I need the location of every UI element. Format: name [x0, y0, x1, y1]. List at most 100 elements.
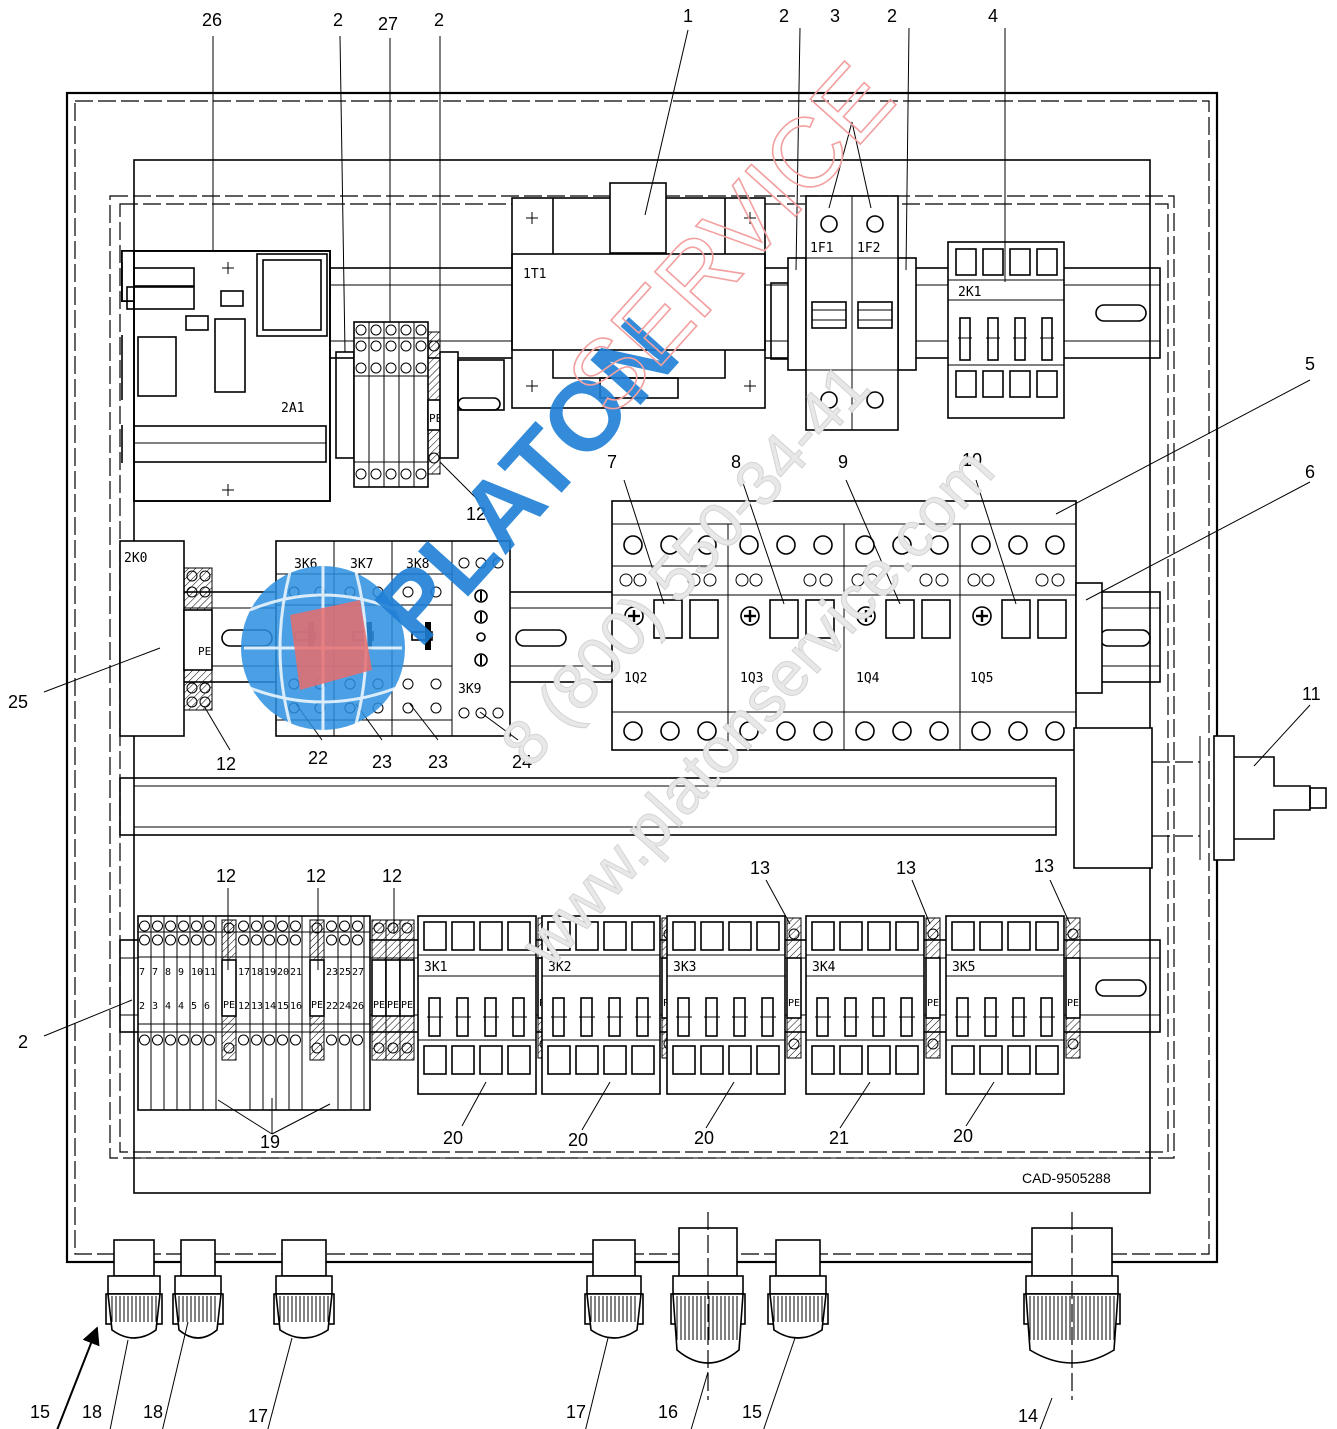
pe-label: PE: [223, 1000, 235, 1011]
terminal-number: 14: [264, 1001, 276, 1012]
callout-7: 7: [607, 452, 617, 472]
terminal-number: 12: [238, 1001, 250, 1012]
pe-label-upper: PE: [429, 412, 442, 425]
terminal-number: 4: [165, 1001, 171, 1012]
pe-label: PE: [373, 1000, 385, 1011]
callout-20: 20: [568, 1130, 588, 1150]
callout-23: 23: [372, 752, 392, 772]
callout-27: 27: [378, 14, 398, 34]
terminal-number: 18: [251, 967, 263, 978]
callout-2: 2: [434, 10, 444, 30]
callout-24: 24: [512, 752, 532, 772]
label-1f1: 1F1: [810, 241, 833, 256]
callout-12: 12: [216, 866, 236, 886]
label-1q3: 1Q3: [740, 671, 763, 686]
terminal-number: 4: [178, 1001, 184, 1012]
terminal-number: 27: [352, 967, 364, 978]
label-2k1: 2K1: [958, 285, 981, 300]
callout-12: 12: [466, 504, 486, 524]
terminal-number: 7: [152, 967, 158, 978]
callout-2: 2: [333, 10, 343, 30]
terminal-number: 16: [290, 1001, 302, 1012]
callout-1: 1: [683, 6, 693, 26]
callout-16: 16: [658, 1402, 678, 1422]
terminal-number: 10: [191, 967, 203, 978]
callout-4: 4: [988, 6, 998, 26]
contactor-3k2: [541, 915, 661, 1095]
terminal-number: 25: [339, 967, 351, 978]
terminal-number: 2: [139, 1001, 145, 1012]
pe-label: PE: [1067, 998, 1079, 1009]
contactors-3k1-3k5: 3K1PE3K2PE3K3PE3K4PE3K5PE: [417, 915, 1081, 1095]
label-3k8: 3K8: [406, 557, 429, 572]
contactor-3k1: [417, 915, 537, 1095]
terminal-number: 19: [264, 967, 276, 978]
contactor-3k3: [666, 915, 786, 1095]
callout-8: 8: [731, 452, 741, 472]
label-3k1: 3K1: [424, 960, 447, 975]
label-2k0: 2K0: [124, 551, 147, 566]
label-3k7: 3K7: [350, 557, 373, 572]
terminal-number: 6: [204, 1001, 210, 1012]
callout-2: 2: [18, 1032, 28, 1052]
side-switch: [1073, 727, 1327, 869]
callout-labels: 26 2 27 2 1 2 3 2 4 5 6 7 8 9 10 11 12 1…: [8, 6, 1321, 1426]
terminal-number: 17: [238, 967, 250, 978]
callout-20: 20: [443, 1128, 463, 1148]
contactor-3k5: [945, 915, 1065, 1095]
label-1t1: 1T1: [523, 267, 546, 282]
callout-12: 12: [216, 754, 236, 774]
cable-glands: [105, 1212, 1121, 1400]
cable-duct: [119, 777, 1057, 836]
callout-17: 17: [248, 1406, 268, 1426]
terminal-block-27: PE: [335, 321, 505, 488]
terminal-number: 22: [326, 1001, 338, 1012]
callout-18: 18: [82, 1402, 102, 1422]
view-arrow: [56, 1326, 100, 1429]
callout-18: 18: [143, 1402, 163, 1422]
pe-label: PE: [311, 1000, 323, 1011]
callout-9: 9: [838, 452, 848, 472]
callout-6: 6: [1305, 462, 1315, 482]
callout-23: 23: [428, 752, 448, 772]
callout-20: 20: [953, 1126, 973, 1146]
callout-15: 15: [30, 1402, 50, 1422]
terminal-number: 26: [352, 1001, 364, 1012]
label-3k3: 3K3: [673, 960, 696, 975]
terminal-number: 7: [139, 967, 145, 978]
terminal-number: 3: [152, 1001, 158, 1012]
callout-13: 13: [750, 858, 770, 878]
controller-2a1-body: 2A1: [121, 250, 331, 502]
terminal-number: 20: [277, 967, 289, 978]
callout-2: 2: [887, 6, 897, 26]
pe-label: PE: [401, 1000, 413, 1011]
terminal-number: 8: [165, 967, 171, 978]
contactor-3k4: [805, 915, 925, 1095]
callout-2: 2: [779, 6, 789, 26]
drawing-code: CAD-9505288: [1022, 1170, 1111, 1186]
callout-14: 14: [1018, 1406, 1038, 1426]
callout-5: 5: [1305, 354, 1315, 374]
callout-13: 13: [1034, 856, 1054, 876]
callout-20: 20: [694, 1128, 714, 1148]
label-1q2: 1Q2: [624, 671, 647, 686]
callout-13: 13: [896, 858, 916, 878]
label-3k2: 3K2: [548, 960, 571, 975]
callout-11: 11: [1302, 684, 1321, 704]
label-3k4: 3K4: [812, 960, 836, 975]
relay-2k0: 2K0 PE: [119, 540, 213, 737]
label-1q5: 1Q5: [970, 671, 993, 686]
watermark-globe-icon: [241, 566, 405, 730]
terminal-strip-bottom: 7273849410511617121813191420152116232225…: [137, 915, 415, 1111]
callout-22: 22: [308, 748, 328, 768]
leader-lines: [43, 27, 1311, 1429]
pe-label: PE: [788, 998, 800, 1009]
terminal-number: 15: [277, 1001, 289, 1012]
label-3k9: 3K9: [458, 682, 481, 697]
terminal-number: 11: [204, 967, 216, 978]
terminal-number: 21: [290, 967, 302, 978]
transformer-1t1: 1T1: [511, 182, 766, 409]
callout-15: 15: [742, 1402, 762, 1422]
